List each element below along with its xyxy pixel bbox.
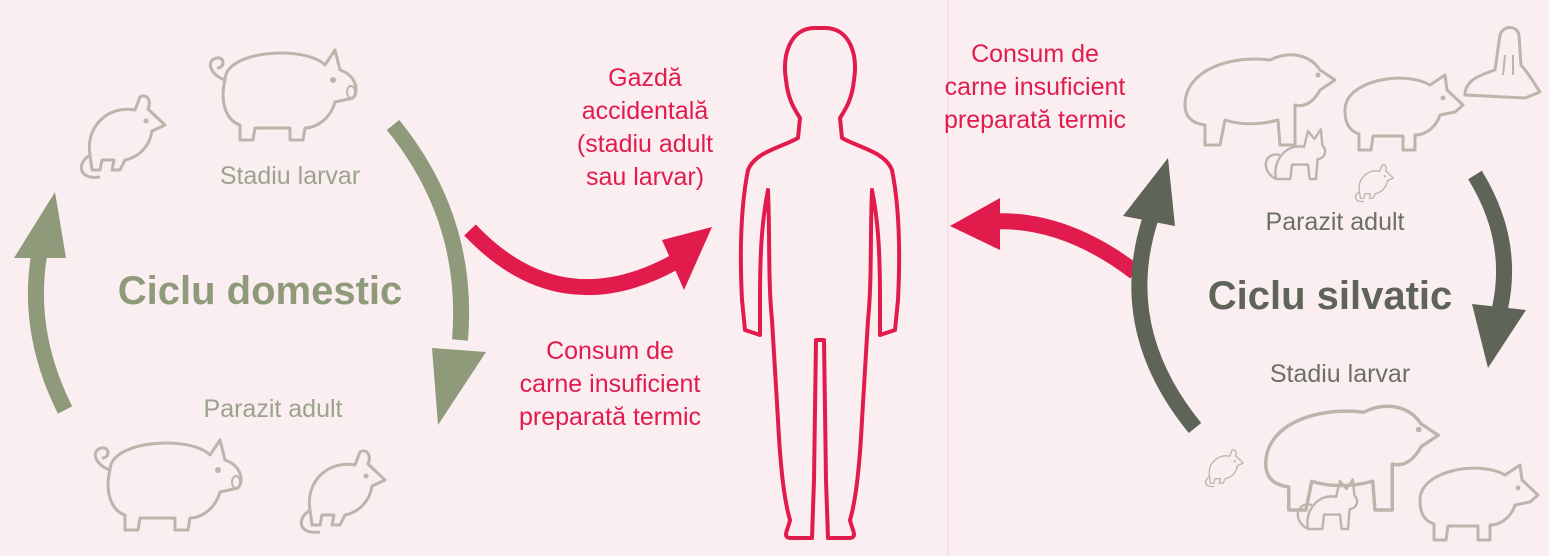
sylvatic-stage-bottom-label: Stadiu larvar [1269,360,1411,388]
domestic-cycle-arrowhead-up [14,192,66,258]
accidental-host-line: sau larvar) [585,163,705,191]
consumption-line: carne insuficient [944,73,1126,101]
boar-icon [1343,73,1465,152]
consumption-label-right: Consum de carne insuficient preparată te… [915,38,1155,137]
bear-icon [1183,53,1337,147]
sylvatic-stage-top-label: Parazit adult [1265,208,1405,236]
pig-icon [208,48,358,142]
consumption-line: preparată termic [518,403,702,431]
boar-icon [1418,463,1540,542]
rat-icon [79,94,167,179]
human-silhouette-icon [738,26,902,540]
accidental-host-label: Gazdă accidentală (stadiu adult sau larv… [530,62,760,194]
infection-arrow-right [984,213,1140,279]
pig-icon [93,438,243,532]
rat-icon [1204,449,1244,488]
fox-icon [1296,478,1359,531]
consumption-line: preparată termic [943,106,1127,134]
rat-icon [299,449,387,534]
infection-arrowhead-left [662,227,712,290]
domestic-stage-bottom-label: Parazit adult [203,395,343,423]
accidental-host-line: (stadiu adult [576,130,714,158]
rat-icon [1354,164,1394,203]
accidental-host-line: Gazdă [608,64,682,92]
infection-arrowhead-right [950,198,1000,250]
consumption-line: Consum de [546,337,674,365]
infection-arrow-left [464,224,679,296]
consumption-line: carne insuficient [519,370,701,398]
consumption-line: Consum de [971,40,1099,68]
domestic-cycle-arrowhead-down [432,348,486,425]
sylvatic-cycle-arrow-down [1468,170,1513,310]
sylvatic-cycle-title: Ciclu silvatic [1207,274,1453,318]
accidental-host-line: accidentală [581,97,709,125]
sylvatic-cycle-arrowhead-up [1123,158,1175,226]
walrus-icon [1463,26,1542,100]
sylvatic-cycle-arrowhead-down [1472,304,1526,368]
consumption-label-left: Consum de carne insuficient preparată te… [490,335,730,434]
domestic-stage-top-label: Stadiu larvar [219,162,361,190]
domestic-cycle-title: Ciclu domestic [117,269,403,313]
bear-icon [1264,404,1440,512]
domestic-cycle-arrow-down [386,119,470,341]
domestic-cycle-arrow-up [27,248,73,414]
sylvatic-cycle-arrow-up [1131,217,1202,434]
